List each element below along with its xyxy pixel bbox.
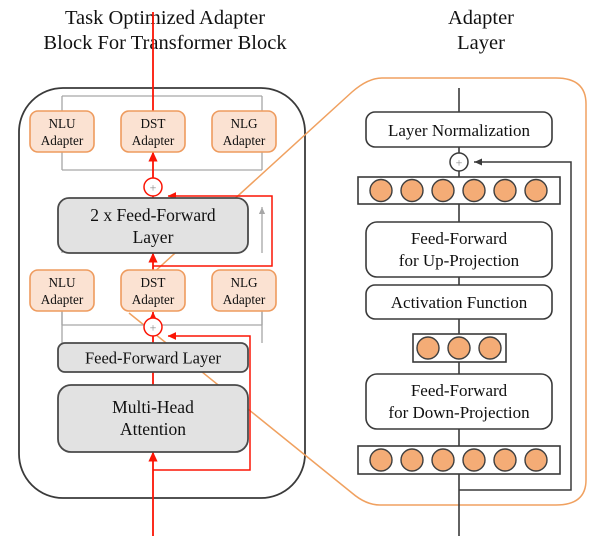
neuron-row-output [357, 176, 561, 205]
neuron [416, 336, 440, 360]
neuron [493, 448, 517, 472]
neuron-row-bottleneck [412, 333, 507, 363]
block-feed-forward-up-projection-line2: for Up-Projection [399, 251, 520, 270]
add-node-residual: + [449, 152, 469, 172]
add-node-upper-symbol: + [150, 180, 157, 194]
block-feed-forward-up-projection-line1: Feed-Forward [411, 229, 508, 248]
left-panel-title: Task Optimized Adapter Block For Transfo… [0, 6, 330, 56]
neuron [493, 178, 517, 203]
add-node-lower-symbol: + [150, 320, 157, 334]
neuron [400, 178, 424, 203]
block-activation-function[interactable]: Activation Function [365, 284, 553, 320]
block-feed-forward-down-projection-line1: Feed-Forward [411, 381, 508, 400]
adapter-nlu-top[interactable]: NLU Adapter [29, 110, 95, 153]
block-layer-normalization[interactable]: Layer Normalization [365, 111, 553, 148]
left-panel-title-line2: Block For Transformer Block [43, 32, 287, 54]
adapter-nlu-top-line2: Adapter [41, 133, 84, 148]
adapter-dst-bottom-line1: DST [141, 275, 166, 290]
neuron-row-input [357, 445, 561, 475]
add-node-residual-symbol: + [456, 155, 463, 169]
adapter-nlg-top-line1: NLG [230, 116, 258, 131]
adapter-nlg-bottom[interactable]: NLG Adapter [211, 269, 277, 312]
left-panel-title-line1: Task Optimized Adapter [64, 7, 266, 29]
block-multi-head-attention-line1: Multi-Head [112, 397, 194, 417]
block-feed-forward-2x[interactable]: 2 x Feed-Forward Layer [57, 197, 249, 254]
adapter-dst-bottom-line2: Adapter [132, 292, 175, 307]
adapter-nlg-bottom-line2: Adapter [223, 292, 266, 307]
right-panel-title-line1: Adapter [447, 7, 515, 29]
adapter-nlg-top-line2: Adapter [223, 133, 266, 148]
adapter-dst-top[interactable]: DST Adapter [120, 110, 186, 153]
right-panel-title-line2: Layer [457, 32, 505, 54]
callout-line-upper [128, 77, 556, 296]
block-feed-forward-down-projection[interactable]: Feed-Forward for Down-Projection [365, 373, 553, 430]
left-panel-border [18, 87, 306, 499]
block-feed-forward-layer-label: Feed-Forward Layer [85, 349, 222, 368]
add-node-upper: + [143, 177, 163, 197]
neuron [431, 448, 455, 472]
neuron [462, 448, 486, 472]
block-multi-head-attention-line2: Attention [120, 419, 186, 439]
add-node-lower: + [143, 317, 163, 337]
adapter-dst-top-line2: Adapter [132, 133, 175, 148]
right-panel-title: Adapter Layer [360, 6, 602, 56]
adapter-nlg-bottom-line1: NLG [230, 275, 258, 290]
block-feed-forward-down-projection-line2: for Down-Projection [388, 403, 530, 422]
neuron [462, 178, 486, 203]
block-feed-forward-2x-line1: 2 x Feed-Forward [90, 205, 216, 225]
red-residual-lower [153, 332, 251, 471]
neuron [447, 336, 471, 360]
callout-panel-right-edge [555, 77, 587, 506]
neuron [478, 336, 502, 360]
adapter-nlg-top[interactable]: NLG Adapter [211, 110, 277, 153]
red-residual-upper [153, 192, 273, 267]
block-layer-normalization-label: Layer Normalization [388, 121, 531, 140]
adapter-nlu-top-line1: NLU [48, 116, 76, 131]
neuron [524, 448, 548, 472]
neuron [524, 178, 548, 203]
adapter-residual-skip [459, 158, 572, 491]
adapter-dst-bottom[interactable]: DST Adapter [120, 269, 186, 312]
block-feed-forward-up-projection[interactable]: Feed-Forward for Up-Projection [365, 221, 553, 278]
adapter-dst-top-line1: DST [141, 116, 166, 131]
adapter-nlu-bottom-line1: NLU [48, 275, 76, 290]
neuron [400, 448, 424, 472]
callout-line-lower [128, 312, 556, 506]
neuron [431, 178, 455, 203]
block-feed-forward-layer[interactable]: Feed-Forward Layer [57, 342, 249, 373]
block-activation-function-label: Activation Function [391, 293, 528, 312]
neuron [369, 448, 393, 472]
block-feed-forward-2x-line2: Layer [133, 227, 174, 247]
block-multi-head-attention[interactable]: Multi-Head Attention [57, 384, 249, 453]
adapter-nlu-bottom-line2: Adapter [41, 292, 84, 307]
adapter-nlu-bottom[interactable]: NLU Adapter [29, 269, 95, 312]
neuron [369, 178, 393, 203]
